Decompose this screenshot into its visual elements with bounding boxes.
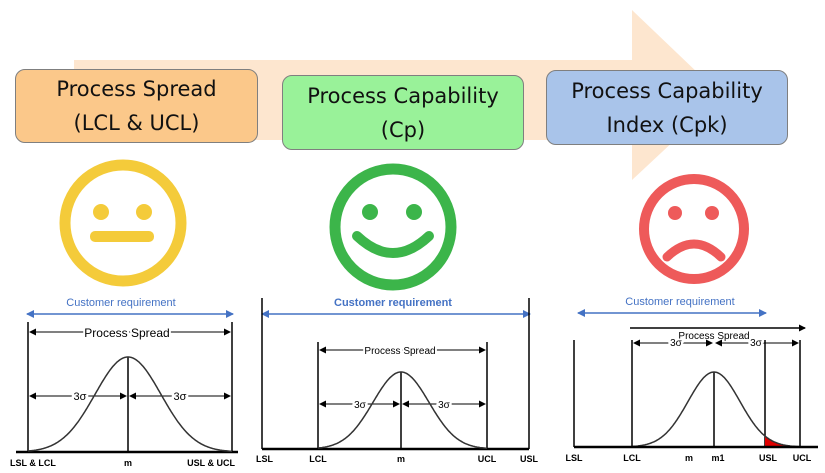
process-spread-label: Process Spread <box>364 346 435 357</box>
step-title-line2: Index (Cpk) <box>606 112 728 137</box>
distribution-curve <box>317 371 488 450</box>
sigma-left-label: 3σ <box>74 391 87 403</box>
customer-requirement-label: Customer requirement <box>66 297 175 309</box>
sigma-right-label: 3σ <box>750 338 763 349</box>
process-spread-label: Process Spread <box>678 331 749 342</box>
step-title-line1: Process Capability <box>571 78 763 103</box>
sigma-left-label: 3σ <box>354 400 367 411</box>
mean-label: m <box>397 454 405 464</box>
mean-label: m <box>685 453 693 463</box>
happy-face-icon <box>329 163 457 291</box>
neutral-face-icon <box>59 159 187 287</box>
step-box-process-capability-index: Process Capability Index (Cpk) <box>546 70 788 145</box>
out-of-spec-tail <box>765 436 810 447</box>
customer-requirement-label: Customer requirement <box>334 297 452 309</box>
distribution-curve <box>631 371 810 448</box>
step-box-process-spread: Process Spread (LCL & UCL) <box>15 69 258 143</box>
sigma-left-label: 3σ <box>670 338 683 349</box>
lsl-label: LSL <box>256 454 274 464</box>
process-spread-label: Process Spread <box>84 326 169 340</box>
ucl-label: UCL <box>478 454 497 464</box>
sigma-right-label: 3σ <box>438 400 451 411</box>
usl-label: USL <box>520 454 539 464</box>
step-title-line1: Process Spread <box>56 77 217 101</box>
chart-capable-process: Customer requirement Process Spread 3σ 3… <box>256 297 539 464</box>
customer-requirement-label: Customer requirement <box>625 296 734 308</box>
sad-face-icon <box>639 174 749 284</box>
sigma-right-label: 3σ <box>174 391 187 403</box>
mean-shift-label: m1 <box>711 453 724 463</box>
usl-label: USL <box>759 453 778 463</box>
mean-label: m <box>124 458 132 468</box>
chart-shifted-process: Customer requirement Process Spread 3σ 3… <box>566 296 818 463</box>
step-box-process-capability: Process Capability (Cp) <box>282 75 524 150</box>
lcl-label: LCL <box>309 454 327 464</box>
distribution-curve <box>27 356 232 453</box>
ucl-label: UCL <box>793 453 812 463</box>
step-title-line2: (Cp) <box>380 117 426 142</box>
lsl-label: LSL <box>566 453 584 463</box>
lsl-lcl-label: LSL & LCL <box>10 458 56 468</box>
step-title-line1: Process Capability <box>307 83 499 108</box>
chart-centered-process: Customer requirement Process Spread 3σ 3… <box>10 297 238 468</box>
lcl-label: LCL <box>623 453 641 463</box>
usl-ucl-label: USL & UCL <box>187 458 235 468</box>
step-title-line2: (LCL & UCL) <box>73 111 200 135</box>
